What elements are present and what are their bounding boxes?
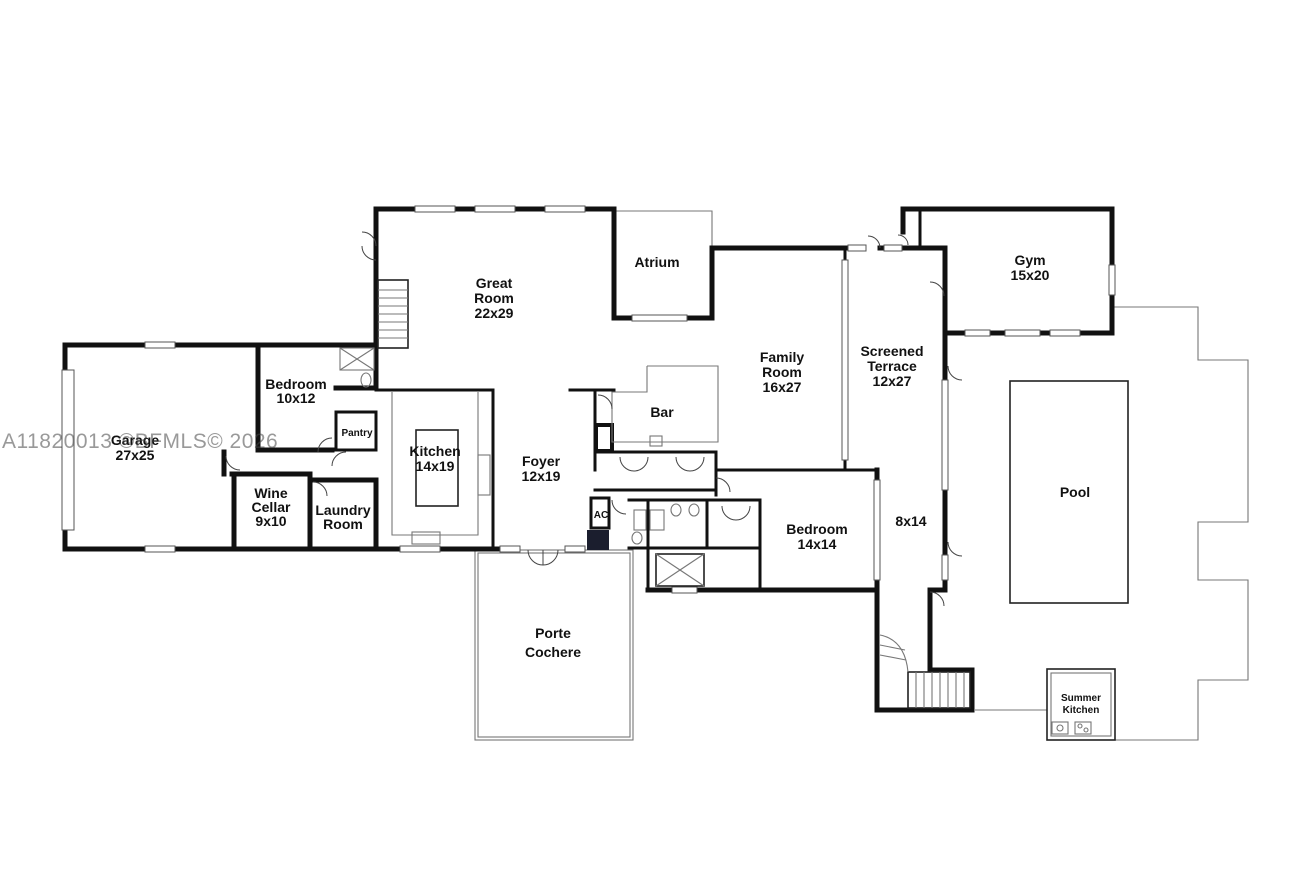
label-ac: AC — [594, 510, 608, 521]
pool-basin — [1009, 380, 1129, 604]
pool-deck-outline — [975, 306, 1249, 741]
watermark: A11820013 ©BFMLS© 2026 — [2, 430, 279, 453]
label-bar: Bar — [650, 404, 674, 420]
windows — [61, 205, 1116, 594]
bath-fixtures — [339, 347, 705, 587]
atrium-outline — [615, 210, 713, 248]
label-pool: Pool — [1060, 484, 1090, 500]
ac-unit — [587, 530, 609, 550]
doors — [225, 231, 963, 607]
label-atrium: Atrium — [634, 254, 679, 270]
stair-north — [377, 279, 409, 349]
kitchen-fixtures — [391, 392, 491, 545]
bar-counter — [611, 365, 719, 447]
walls — [62, 206, 1115, 713]
label-pantry: Pantry — [341, 428, 373, 439]
stair-south — [879, 634, 971, 709]
porte-cochere-outline — [474, 549, 634, 741]
label-terrace-small: 8x14 — [895, 513, 926, 529]
summer-kitchen-block — [1046, 668, 1116, 741]
